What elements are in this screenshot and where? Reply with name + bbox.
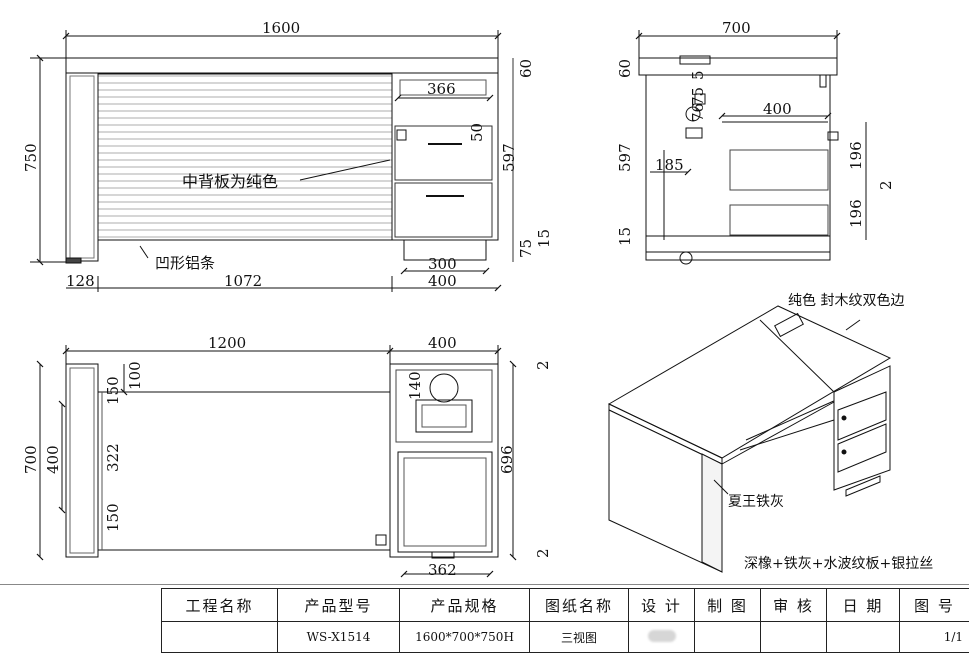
- value-review: [760, 621, 827, 653]
- plan-pedestal-depth-label: 696: [498, 445, 516, 474]
- front-left-leg-label: 128: [66, 272, 95, 290]
- front-foot-clearance-label: 75: [517, 239, 535, 258]
- side-depth-label: 700: [722, 19, 751, 37]
- value-drawing-number: 1/1: [899, 621, 969, 653]
- front-pedestal-width-label: 400: [428, 272, 457, 290]
- plan-dim-150-b: 150: [104, 503, 122, 532]
- plan-inner-400-label: 400: [44, 445, 62, 474]
- side-pedestal-width-label: 400: [763, 100, 792, 118]
- side-dim-5: 5: [689, 70, 707, 80]
- value-drafter: [694, 621, 761, 653]
- side-height-label: 597: [616, 143, 634, 172]
- value-model: WS-X1514: [277, 621, 400, 653]
- value-design: [628, 621, 695, 653]
- side-dim-76: 76: [689, 103, 707, 122]
- front-panel-span-label: 1072: [224, 272, 262, 290]
- front-width-label: 1600: [262, 19, 300, 37]
- title-block: 工程名称 产品型号 产品规格 图纸名称 设 计 制 图 审 核 日 期 图 号 …: [161, 588, 969, 653]
- header-model: 产品型号: [277, 588, 400, 622]
- three-view-drawing: 1600 750 60 366 50 597 75 15 300 400 128…: [0, 19, 969, 585]
- signature-mark: [647, 629, 676, 642]
- value-drawing-name: 三视图: [529, 621, 629, 653]
- front-back-panel-note: 中背板为纯色: [182, 172, 278, 191]
- front-right-height-label: 597: [500, 143, 518, 172]
- front-drawer-width-label: 366: [427, 80, 456, 98]
- iso-view-labels: 纯色 封木纹双色边 夏王铁灰 深橡+铁灰+水波纹板+银拉丝: [728, 292, 933, 572]
- front-top-thickness-label: 60: [517, 59, 535, 78]
- side-view-labels: 700 60 5 75 76 400 597 185 196 196 2 15: [616, 19, 895, 246]
- front-bottom-gap-label: 15: [535, 229, 553, 248]
- plan-depth-label: 700: [22, 445, 40, 474]
- iso-top-note: 纯色 封木纹双色边: [788, 292, 904, 309]
- side-bottom-15: 15: [616, 227, 634, 246]
- iso-side-note: 夏王铁灰: [728, 494, 784, 510]
- side-view: [635, 30, 867, 265]
- front-drawer-gap-label: 50: [468, 123, 486, 142]
- header-project-name: 工程名称: [161, 588, 278, 622]
- front-pedestal-base-label: 300: [428, 255, 457, 273]
- iso-material-note: 深橡+铁灰+水波纹板+银拉丝: [744, 556, 933, 572]
- front-aluminium-note: 凹形铝条: [155, 254, 215, 272]
- header-design: 设 计: [628, 588, 695, 622]
- side-offset-label: 185: [655, 156, 684, 174]
- plan-view: [36, 345, 517, 578]
- value-date: [826, 621, 900, 653]
- side-drawer-196-a: 196: [847, 141, 865, 170]
- front-height-label: 750: [22, 143, 40, 172]
- front-view: [30, 30, 514, 292]
- plan-pedestal-width-label: 400: [428, 334, 457, 352]
- plan-dim-150-a: 150: [104, 376, 122, 405]
- plan-dim-140: 140: [406, 371, 424, 400]
- header-drawing-name: 图纸名称: [529, 588, 629, 622]
- side-drawer-196-b: 196: [847, 199, 865, 228]
- value-project-name: [161, 621, 278, 653]
- front-view-labels: 1600 750 60 366 50 597 75 15 300 400 128…: [22, 19, 553, 290]
- plan-bottom-362-label: 362: [428, 561, 457, 579]
- header-date: 日 期: [826, 588, 900, 622]
- plan-view-labels: 1200 400 2 100 140 150 322 150 700 400 6…: [22, 334, 552, 579]
- header-drafter: 制 图: [694, 588, 761, 622]
- plan-gap-top-label: 2: [534, 360, 552, 370]
- plan-dim-322: 322: [104, 443, 122, 472]
- side-top-thickness-label: 60: [616, 59, 634, 78]
- header-review: 审 核: [760, 588, 827, 622]
- iso-view: [607, 305, 892, 573]
- plan-desk-width-label: 1200: [208, 334, 246, 352]
- header-spec: 产品规格: [399, 588, 530, 622]
- value-spec: 1600*700*750H: [399, 621, 530, 653]
- side-gap-2: 2: [877, 180, 895, 190]
- plan-gap-bottom-label: 2: [534, 548, 552, 558]
- header-drawing-number: 图 号: [899, 588, 969, 622]
- side-dim-75: 75: [689, 87, 707, 106]
- plan-dim-100: 100: [126, 361, 144, 390]
